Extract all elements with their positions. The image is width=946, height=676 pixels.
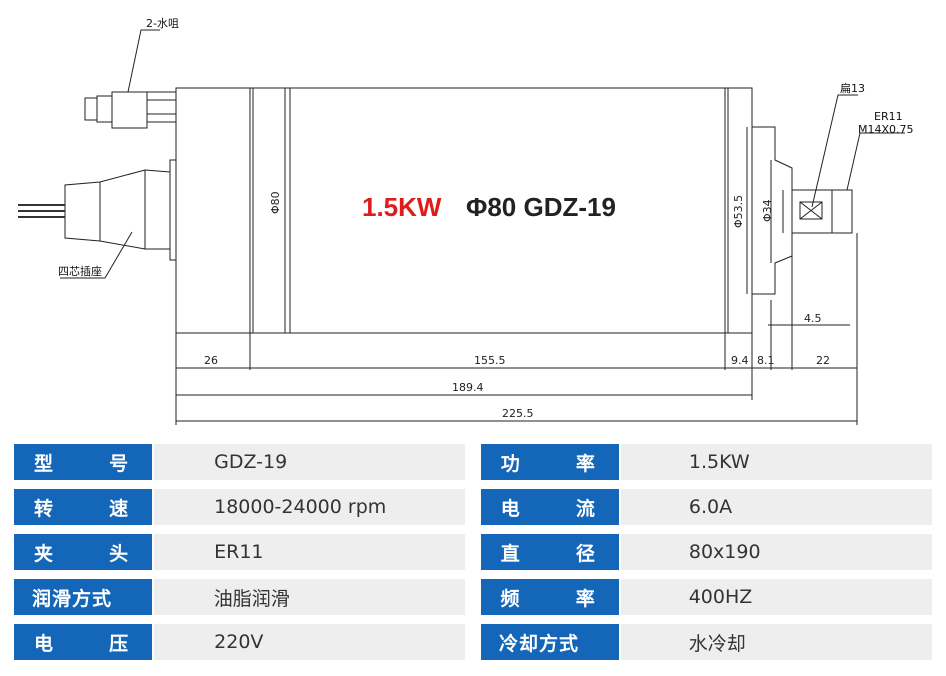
spec-label: 转速 <box>14 489 153 525</box>
spec-label: 夹头 <box>14 534 153 570</box>
spec-label-text: 转 <box>34 497 54 520</box>
spec-value: 400HZ <box>620 579 932 615</box>
dim-9: 9.4 <box>731 354 749 367</box>
spec-label-text: 功 <box>500 452 520 475</box>
collet-callout: ER11 <box>874 110 903 123</box>
spindle-drawing: 1.5KW Φ80 GDZ-19 2-水咀 四芯插座 扁13 ER11 M14X… <box>18 17 914 425</box>
spec-value: 油脂润滑 <box>153 579 465 615</box>
spec-label-text: 夹 <box>34 542 54 565</box>
spec-value: 80x190 <box>620 534 932 570</box>
power-title: 1.5KW <box>362 192 442 222</box>
spec-label-text: 冷却方式 <box>499 632 580 655</box>
spec-label-text: 头 <box>109 542 129 565</box>
nose-dia-dim: Φ34 <box>761 199 774 222</box>
connector-callout: 四芯插座 <box>58 264 102 278</box>
spec-label-text: 速 <box>109 497 129 520</box>
spec-value: 6.0A <box>620 489 932 525</box>
spec-label-text: 直 <box>500 542 520 565</box>
spec-label-text: 电 <box>500 497 520 520</box>
flange-dia-dim: Φ53.5 <box>732 195 745 228</box>
spec-label: 功率 <box>480 444 619 480</box>
spindle-body <box>175 87 753 334</box>
spec-label-text: 率 <box>575 452 595 475</box>
spec-label: 电流 <box>480 489 619 525</box>
spec-value: 1.5KW <box>620 444 932 480</box>
spec-label-text: 压 <box>109 632 129 655</box>
flat-callout: 扁13 <box>840 82 865 95</box>
spec-label-text: 电 <box>34 632 54 655</box>
spec-value: GDZ-19 <box>154 444 466 480</box>
spec-label: 润滑方式 <box>14 579 152 615</box>
dim-26: 26 <box>204 354 218 367</box>
spec-value: 220V <box>154 624 466 660</box>
spec-label: 频率 <box>480 579 619 615</box>
spec-label: 电压 <box>14 624 153 660</box>
dim-155: 155.5 <box>474 354 506 367</box>
spec-label-text: 号 <box>109 452 129 475</box>
body-dia-dim: Φ80 <box>269 191 282 214</box>
thread-callout: M14X0.75 <box>858 123 914 136</box>
spec-label: 冷却方式 <box>481 624 619 660</box>
spec-value: 水冷却 <box>620 624 932 660</box>
spec-label-text: 流 <box>575 497 595 520</box>
spec-label: 直径 <box>480 534 619 570</box>
spec-label-text: 率 <box>575 587 595 610</box>
spec-value: 18000-24000 rpm <box>154 489 466 525</box>
spec-label-text: 频 <box>500 587 520 610</box>
model-title: Φ80 GDZ-19 <box>466 192 616 222</box>
spec-label: 型号 <box>14 444 153 480</box>
dim-22: 22 <box>816 354 830 367</box>
nozzle-callout: 2-水咀 <box>146 17 179 30</box>
spec-label-text: 润滑方式 <box>32 587 113 610</box>
dim-225: 225.5 <box>502 407 534 420</box>
dim-4: 4.5 <box>804 312 822 325</box>
dim-189: 189.4 <box>452 381 484 394</box>
spec-value: ER11 <box>154 534 466 570</box>
spec-label-text: 径 <box>575 542 595 565</box>
dim-8: 8.1 <box>757 354 775 367</box>
spec-label-text: 型 <box>34 452 54 475</box>
connector-body <box>64 169 171 250</box>
